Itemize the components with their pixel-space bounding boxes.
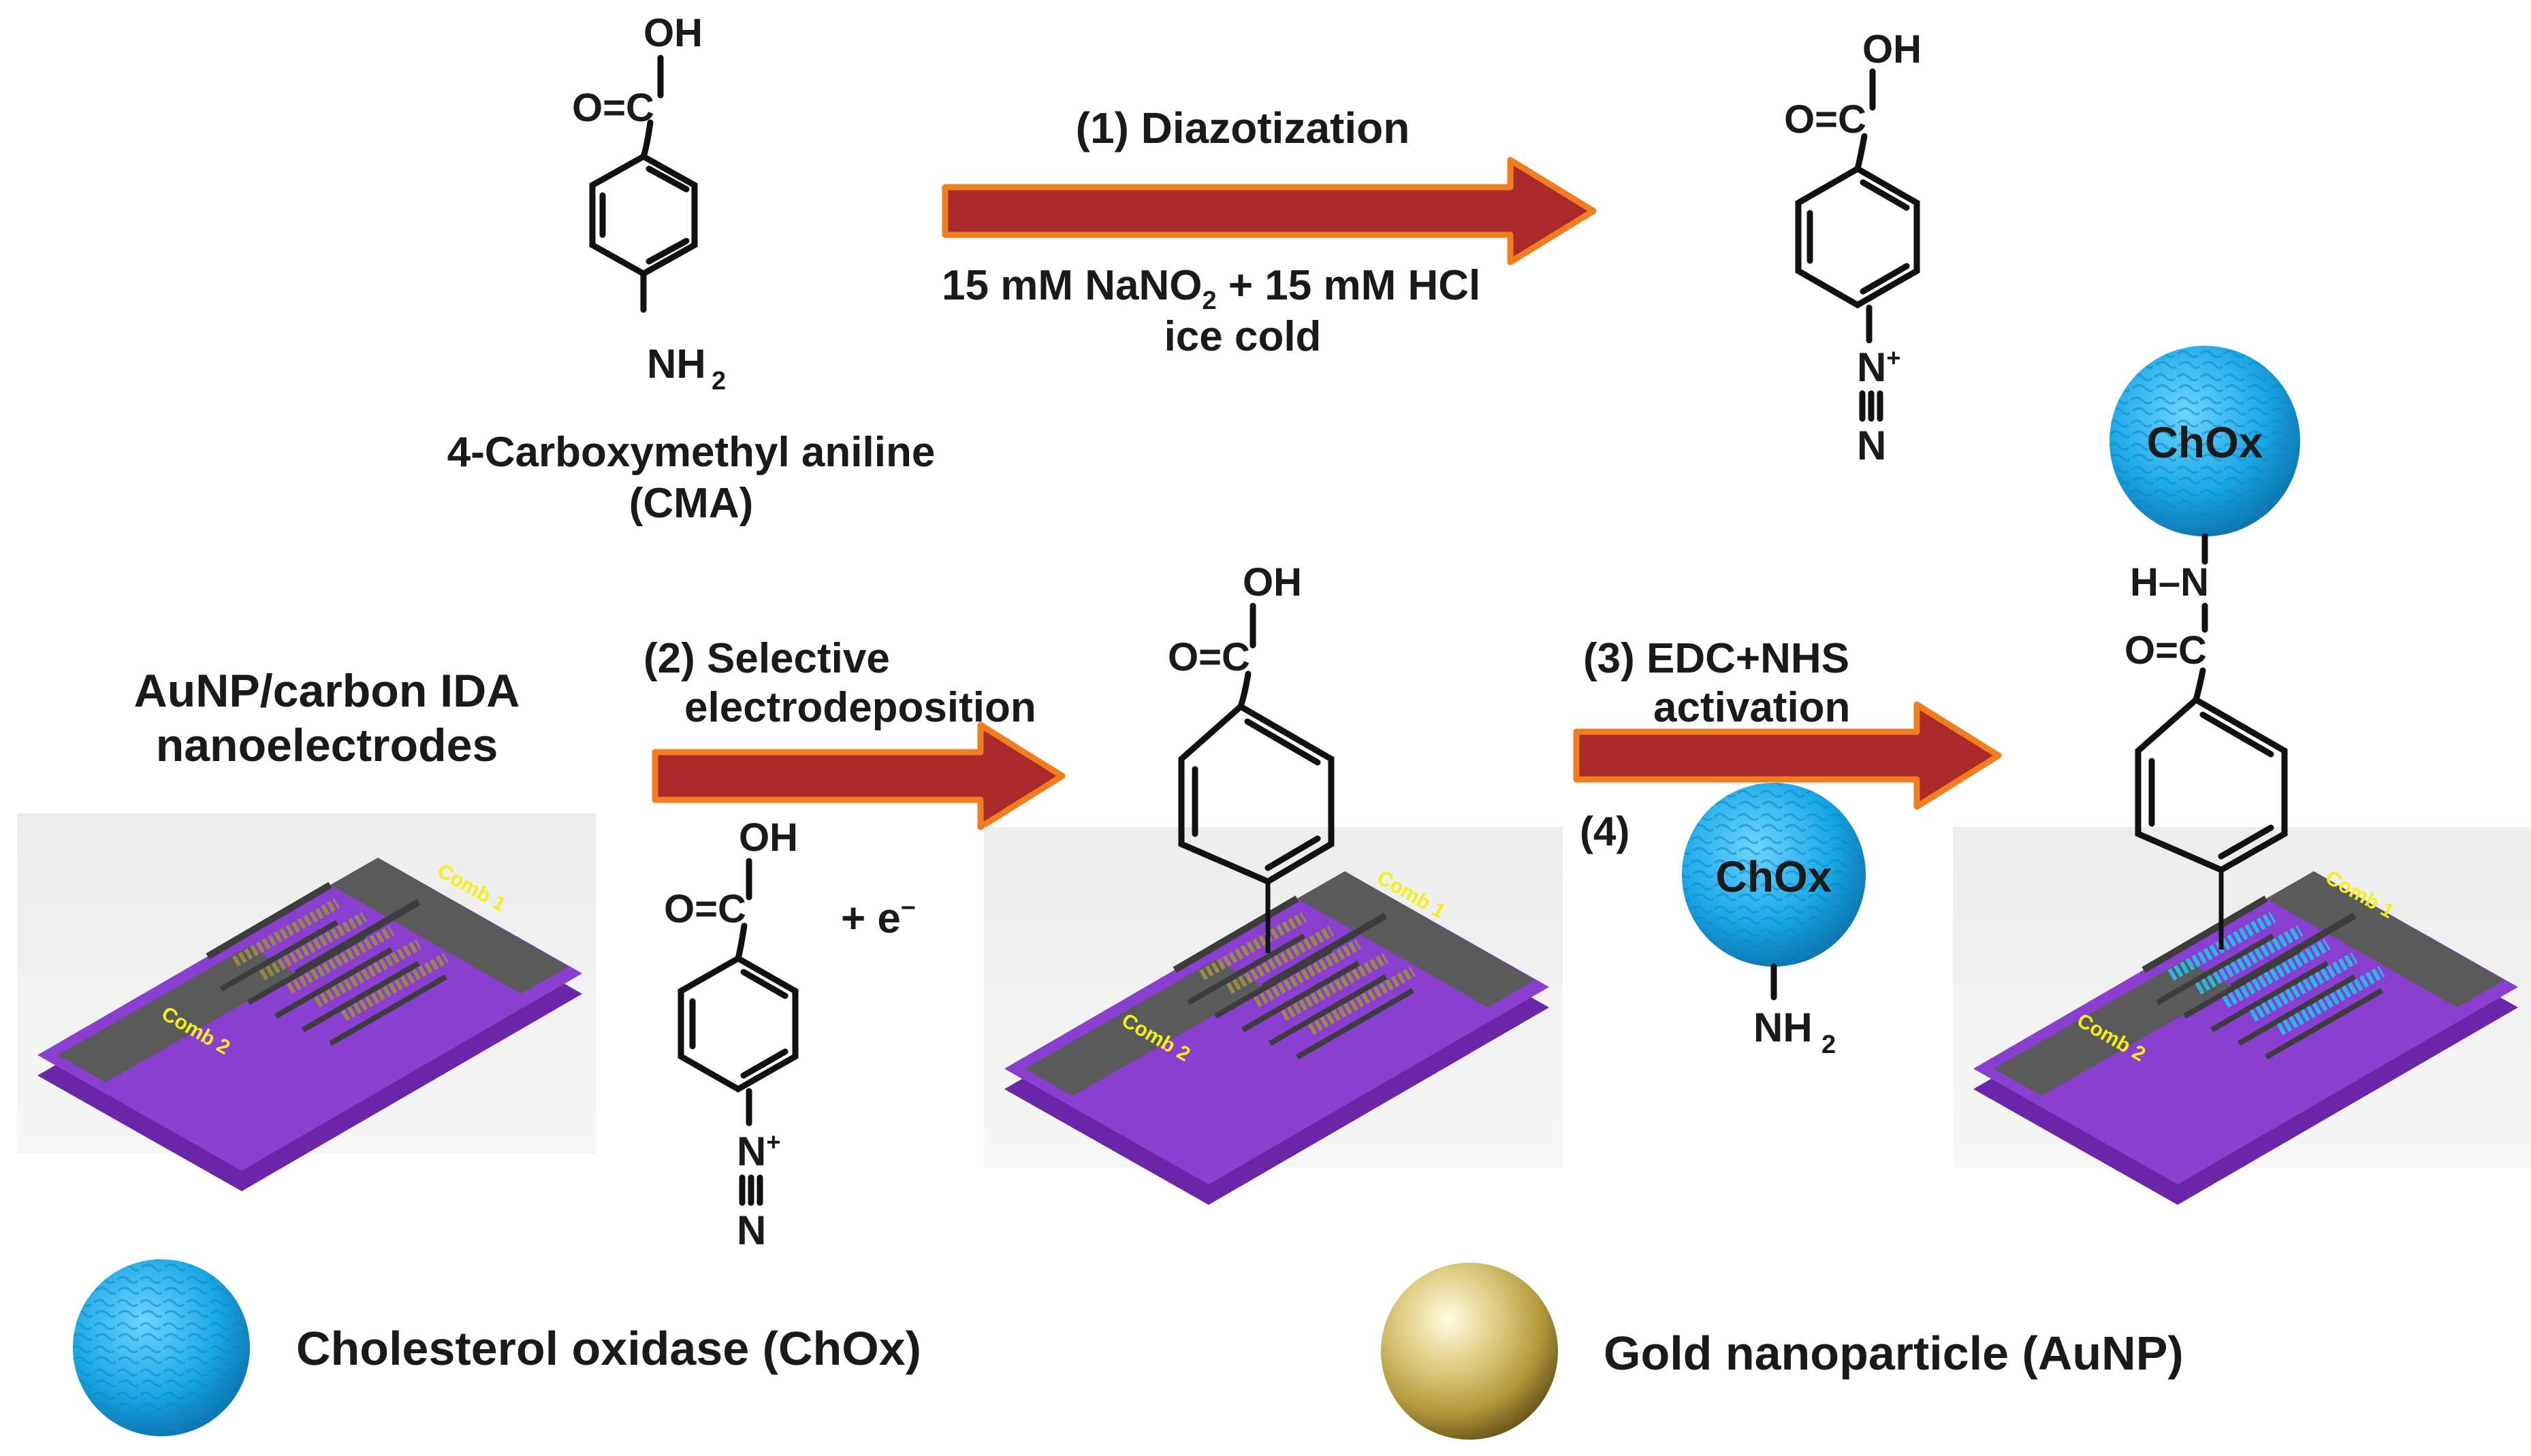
step1-arrow [942,157,1597,265]
diazonium-n-terminal: N [1857,423,1886,468]
step2-arrow [652,722,1066,830]
reagent-n-plus: N+ [737,1128,780,1174]
chox-sphere-top: ChOx [2110,346,2300,536]
chox-sphere-amine: ChOx NH 2 [1682,783,1866,1059]
electrode-title-line2: nanoelectrodes [156,719,498,771]
electrode-title-line1: AuNP/carbon IDA [134,665,520,717]
reagent-n-terminal: N [737,1208,766,1253]
electron-term: + e− [841,894,916,942]
diazonium-reagent: OH O=C N+ N [664,815,799,1253]
conjugated-amide: H–N O=C [2124,533,2288,950]
chox-nh2-label: NH [1753,1005,1813,1050]
step4-label: (4) [1580,809,1629,854]
legend-chox: Cholesterol oxidase (ChOx) [73,1259,921,1436]
step3-title-line1: (3) EDC+NHS [1583,635,1849,682]
reagent-carbonyl-label: O=C [664,887,746,931]
grafted-carboxyphenyl: OH O=C [1168,560,1335,953]
chox-nh2-subscript: 2 [1821,1031,1836,1059]
chox-amine-label: ChOx [1716,852,1832,901]
amide-carbonyl-label: O=C [2124,628,2207,673]
chox-top-label: ChOx [2147,418,2263,467]
cma-oh-label: OH [643,11,703,55]
legend-aunp: Gold nanoparticle (AuNP) [1381,1263,2184,1440]
cma-name-line1: 4-Carboxymethyl aniline [447,429,936,476]
ida-chip-bare: Comb 1 Comb 2 [17,813,596,1191]
cma-carbonyl-label: O=C [572,86,654,130]
step3-arrow [1573,701,2002,810]
cma-benzene-ring [589,152,698,278]
legend-aunp-label: Gold nanoparticle (AuNP) [1604,1327,2184,1380]
ida-chip-modified: Comb 1 Comb 2 [984,827,1563,1205]
reagent-oh-label: OH [739,815,798,860]
diazonium-oh-label: OH [1862,27,1922,71]
cma-molecule: OH O=C NH 2 [572,11,726,395]
ida-chip-enzyme: Comb 1 Comb 2 [1953,827,2531,1205]
step3-title-line2: activation [1653,684,1850,731]
cma-nh2-subscript: 2 [712,367,726,395]
legend-chox-label: Cholesterol oxidase (ChOx) [296,1322,921,1375]
diazonium-molecule: OH O=C N+ N [1784,27,1922,468]
grafted-carbonyl-label: O=C [1168,635,1250,679]
cma-name-line2: (CMA) [629,480,754,527]
diazonium-carbonyl-label: O=C [1784,97,1866,142]
aunp-rows-bare [232,899,449,1021]
step1-condition: ice cold [1164,313,1322,360]
step2-title-line1: (2) Selective [643,635,890,682]
step1-reagent: 15 mM NaNO2 + 15 mM HCl [942,262,1480,315]
step2-title-line2: electrodeposition [684,684,1036,731]
diazonium-benzene-ring [1795,165,1920,309]
reagent-benzene-ring [678,954,799,1093]
grafted-oh-label: OH [1243,560,1302,604]
step1-title: (1) Diazotization [1076,103,1410,152]
amide-hn-label: H–N [2130,560,2209,604]
diazonium-n-plus: N+ [1857,344,1900,390]
legend-aunp-sphere [1381,1263,1558,1440]
cma-nh2-label: NH [647,341,706,387]
